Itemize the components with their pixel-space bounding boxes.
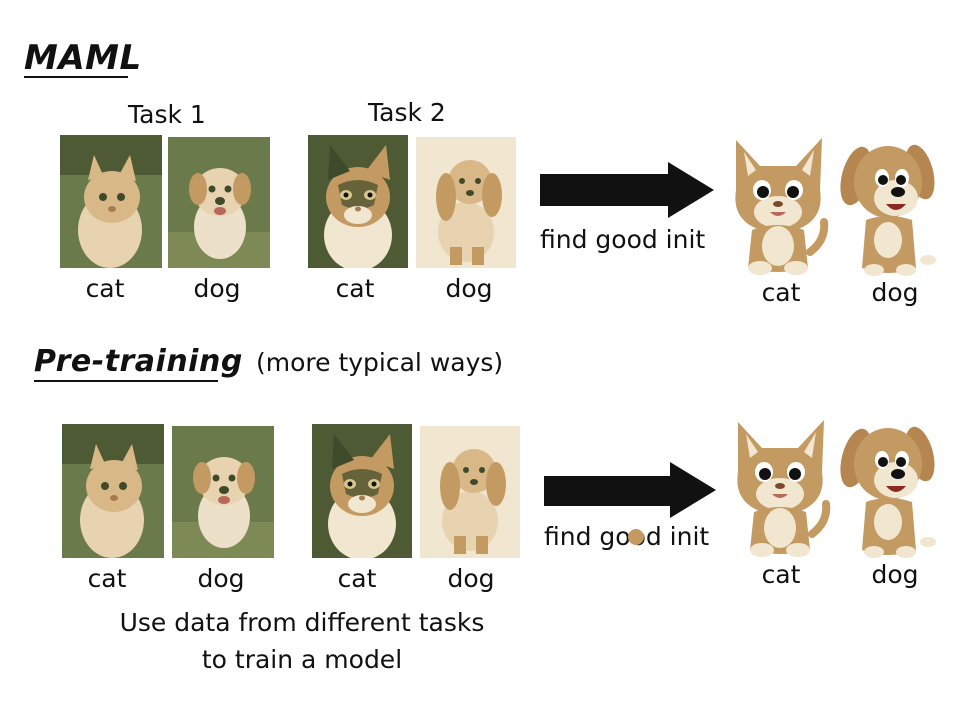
cursor-dot xyxy=(628,529,644,545)
maml-dog-photo-2 xyxy=(416,137,516,268)
maml-cat-label-1: cat xyxy=(85,274,125,303)
pretraining-dog-photo-2 xyxy=(420,426,520,558)
maml-cat-photo-1 xyxy=(60,135,162,268)
task1-label: Task 1 xyxy=(128,100,206,129)
maml-arrow xyxy=(540,162,714,218)
maml-result-cat-label: cat xyxy=(761,278,801,307)
maml-title-underline xyxy=(24,76,128,78)
maml-dog-photo-1 xyxy=(168,137,270,268)
caption-line-2: to train a model xyxy=(201,645,403,674)
pretraining-title-underline xyxy=(34,380,218,382)
maml-cat-label-2: cat xyxy=(335,274,375,303)
pretraining-caption: Use data from different tasks to train a… xyxy=(100,604,504,678)
pretraining-result-cat-label: cat xyxy=(761,560,801,589)
maml-title: MAML xyxy=(24,38,142,78)
pretraining-note: (more typical ways) xyxy=(256,348,504,377)
pretraining-cat-label-2: cat xyxy=(337,564,377,593)
pretraining-cat-label-1: cat xyxy=(87,564,127,593)
pretraining-arrow xyxy=(544,462,716,518)
pretraining-result-dog-label: dog xyxy=(871,560,919,589)
pretraining-dog-photo-1 xyxy=(172,426,274,558)
pretraining-cat-photo-2 xyxy=(312,424,412,558)
maml-dog-label-2: dog xyxy=(445,274,493,303)
pretraining-dog-label-2: dog xyxy=(447,564,495,593)
pretraining-find-good-init-label: find good init xyxy=(544,522,710,551)
pretraining-cartoon-cat xyxy=(724,412,836,560)
maml-cartoon-cat xyxy=(722,130,834,278)
maml-dog-label-1: dog xyxy=(193,274,241,303)
pretraining-cartoon-dog xyxy=(836,414,940,562)
caption-line-1: Use data from different tasks xyxy=(119,608,485,637)
maml-find-good-init-label: find good init xyxy=(540,225,706,254)
pretraining-title: Pre-training xyxy=(34,344,243,379)
maml-result-dog-label: dog xyxy=(871,278,919,307)
pretraining-dog-label-1: dog xyxy=(197,564,245,593)
pretraining-cat-photo-1 xyxy=(62,424,164,558)
maml-cat-photo-2 xyxy=(308,135,408,268)
maml-cartoon-dog xyxy=(836,132,940,280)
task2-label: Task 2 xyxy=(368,98,446,127)
